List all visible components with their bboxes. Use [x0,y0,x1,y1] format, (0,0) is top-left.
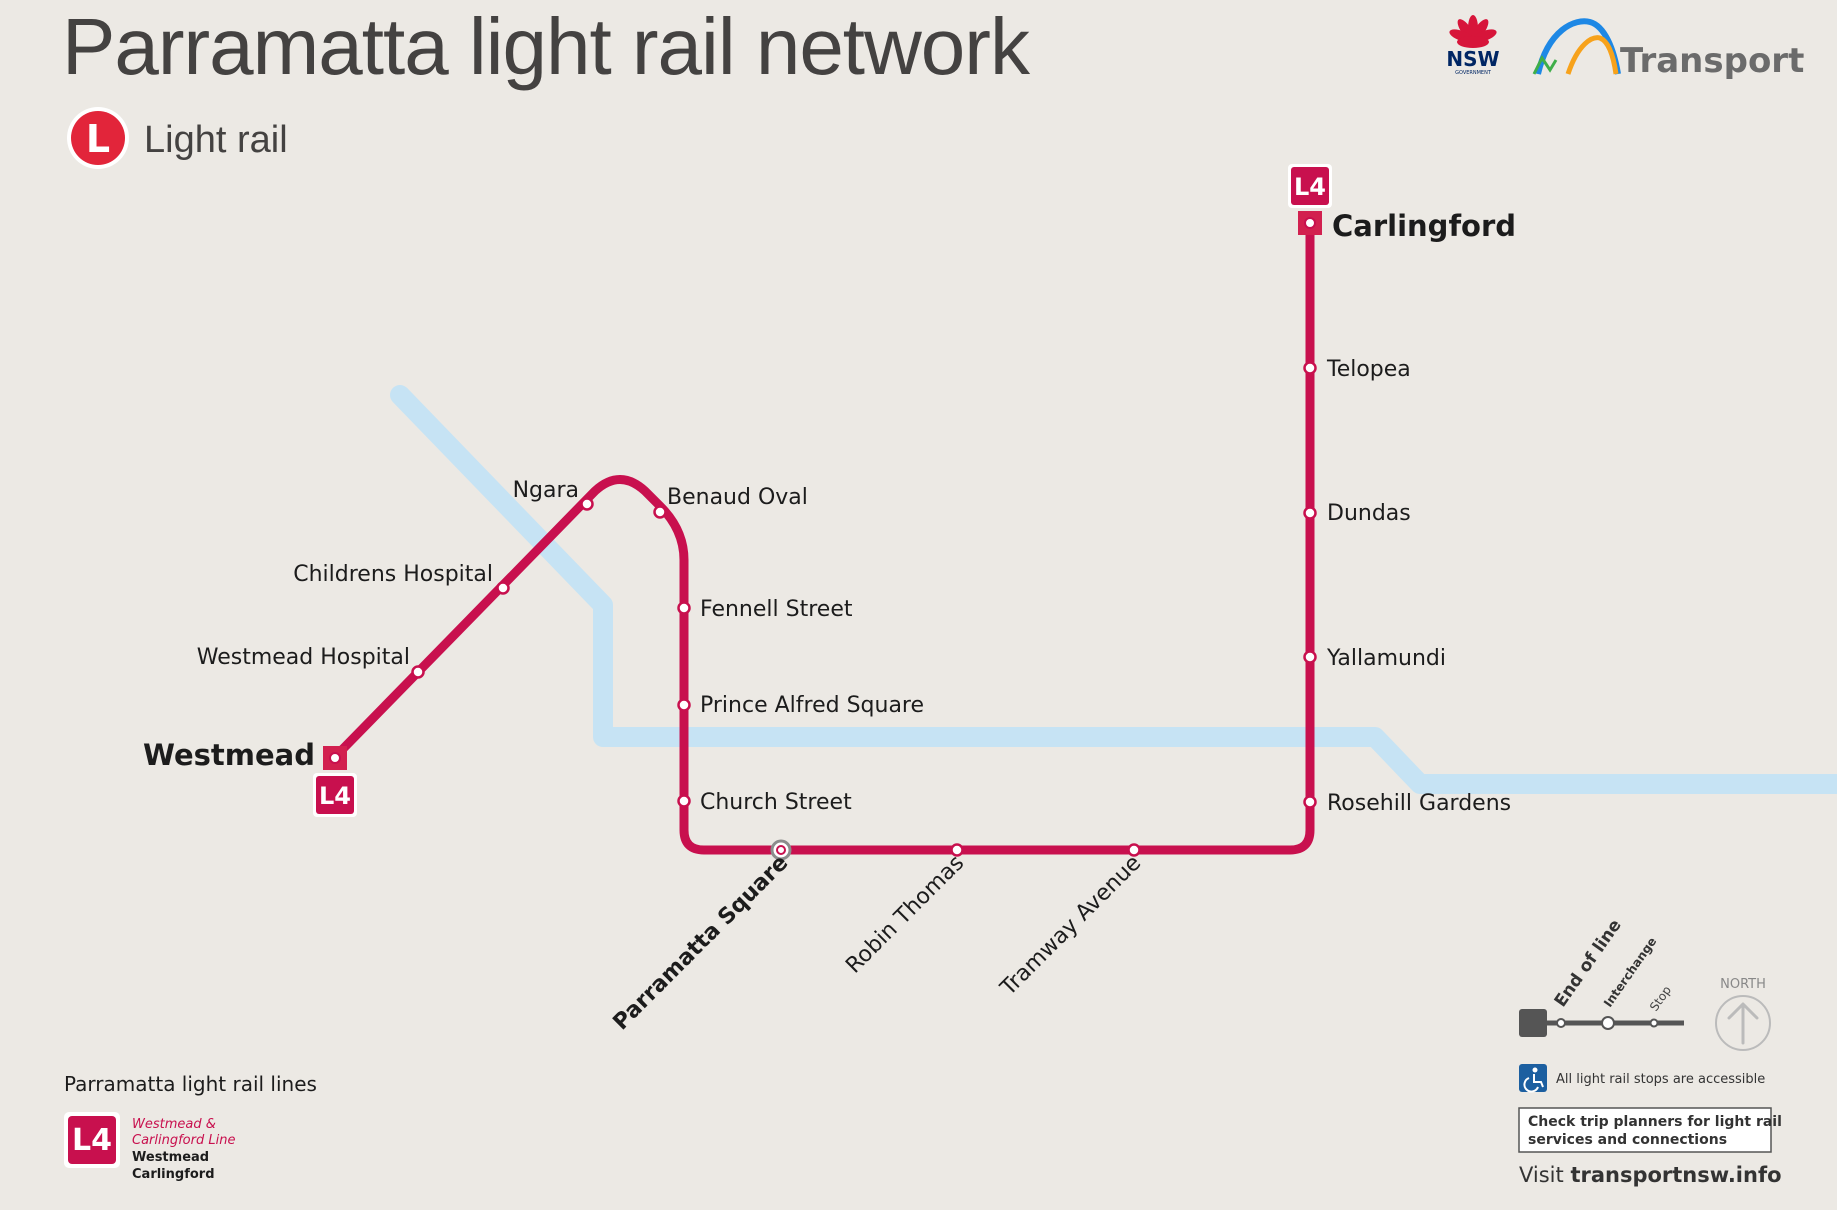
svg-text:L4: L4 [1294,173,1326,201]
transport-arc-icon [1535,18,1621,75]
stop-label-carlingford: Carlingford [1332,209,1516,243]
end-of-line-symbol [1519,1009,1547,1037]
stop-label-rosehill-gardens: Rosehill Gardens [1327,791,1511,816]
stop-label-fennell-street: Fennell Street [700,597,853,622]
interchange-parramatta-square[interactable] [770,839,792,861]
stop-label-benaud-oval: Benaud Oval [667,485,808,510]
line-terminus-1: Westmead [132,1150,209,1165]
l4-legend-badge [68,1116,116,1164]
stop-label-robin-thomas: Robin Thomas [841,851,969,979]
stop-marker-benaud-oval[interactable] [653,505,667,519]
mode-badge-letter: L [86,117,110,161]
key-stop: Stop [1647,983,1674,1013]
stop-symbol [1649,1018,1659,1028]
stop-marker-childrens-hospital[interactable] [496,581,510,595]
visit-line[interactable]: Visit transportnsw.info [1519,1163,1782,1187]
accessible-note: All light rail stops are accessible [1556,1072,1765,1087]
terminus-westmead[interactable]: L4 [313,746,357,817]
nsw-government-sub: GOVERNMENT [1455,70,1492,76]
stop-marker-westmead-hospital[interactable] [411,665,425,679]
line-terminus-2: Carlingford [132,1167,215,1182]
l4-badge-westmead [316,776,354,814]
line-name-1: Westmead & [132,1117,216,1132]
stop-label-parramatta-square: Parramatta Square [609,851,794,1036]
stop-label-yallamundi: Yallamundi [1326,646,1446,671]
mode-label: Light rail [144,119,288,161]
symbol-key: End of line Interchange Stop NORTH All l… [1518,916,1782,1187]
stop-label-westmead: Westmead [143,738,315,772]
terminus-carlingford[interactable]: L4 [1288,164,1332,235]
interchange-symbol [1601,1016,1615,1030]
lines-legend: Parramatta light rail lines L4 Westmead … [64,1072,317,1182]
stop-marker-prince-alfred-square[interactable] [677,698,691,712]
nsw-government-logo: NSW GOVERNMENT [1446,15,1500,76]
north-arrow-icon [1715,995,1771,1051]
mode-key: L Light rail [67,107,288,169]
stop-marker-fennell-street[interactable] [677,601,691,615]
trip-note-2: services and connections [1528,1132,1727,1148]
stop-markers [411,361,1317,857]
svg-text:L4: L4 [319,782,351,810]
transport-wordmark: Transport [1620,41,1804,81]
stop-label-childrens-hospital: Childrens Hospital [293,562,493,587]
stop-marker-rosehill-gardens[interactable] [1303,795,1317,809]
transport-logo: Transport [1532,18,1804,81]
stop-label-telopea: Telopea [1326,357,1411,382]
l4-line-route [331,225,1315,855]
svg-text:L4: L4 [72,1123,112,1158]
stop-marker-dundas[interactable] [1303,506,1317,520]
nsw-wordmark: NSW [1446,47,1499,71]
stop-label-ngara: Ngara [513,478,579,503]
visit-website-link[interactable]: transportnsw.info [1570,1163,1781,1187]
stop-marker-ngara[interactable] [580,497,594,511]
stop-label-westmead-hospital: Westmead Hospital [197,645,410,670]
stop-marker-robin-thomas[interactable] [950,843,964,857]
waratah-icon [1449,15,1497,48]
visit-prefix: Visit [1519,1163,1570,1187]
stop-label-tramway-avenue: Tramway Avenue [995,851,1146,1002]
stop-marker-church-street[interactable] [677,794,691,808]
north-label: NORTH [1720,977,1766,992]
parramatta-river [390,385,1837,794]
lines-legend-title: Parramatta light rail lines [64,1072,317,1096]
stop-label-dundas: Dundas [1327,501,1411,526]
trip-note-1: Check trip planners for light rail [1528,1114,1782,1130]
stop-label-prince-alfred-square: Prince Alfred Square [700,693,924,718]
map-title: Parramatta light rail network [62,2,1031,91]
stop-marker-telopea[interactable] [1303,361,1317,375]
trip-planner-box [1518,1107,1772,1153]
stop-marker-tramway-avenue[interactable] [1127,843,1141,857]
l4-badge-carlingford [1291,167,1329,205]
light-rail-icon [71,111,125,165]
stop-label-church-street: Church Street [700,790,852,815]
stop-marker-yallamundi[interactable] [1303,650,1317,664]
line-name-2: Carlingford Line [132,1133,235,1148]
